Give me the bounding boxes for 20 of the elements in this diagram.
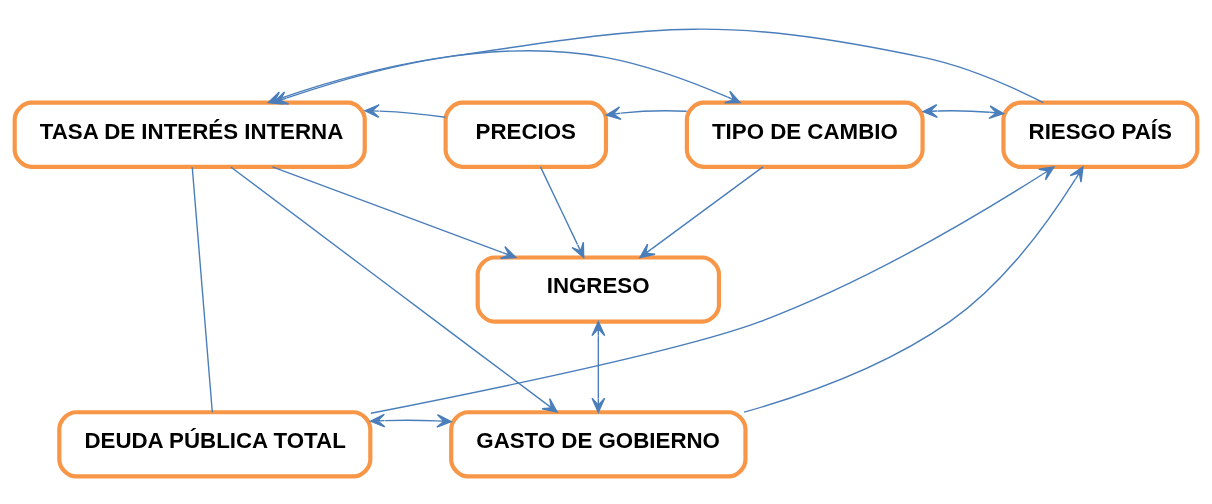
arrow bbox=[743, 165, 1084, 413]
arrow bbox=[605, 105, 688, 120]
arrow bbox=[539, 165, 585, 258]
node-box: TIPO DE CAMBIO bbox=[684, 100, 925, 169]
node-box: GASTO DE GOBIERNO bbox=[449, 409, 748, 478]
arrow bbox=[230, 165, 558, 413]
node-box: INGRESO bbox=[475, 254, 722, 324]
node-box: PRECIOS bbox=[443, 100, 609, 169]
arrow bbox=[272, 28, 1045, 105]
arrow bbox=[271, 165, 517, 259]
arrow bbox=[370, 165, 1055, 414]
arrow bbox=[591, 320, 606, 413]
connector bbox=[191, 166, 213, 413]
node-box: DEUDA PÚBLICA TOTAL bbox=[57, 409, 373, 478]
arrow bbox=[364, 103, 447, 118]
node-box: RIESGO PAÍS bbox=[1001, 100, 1200, 169]
node-box: TASA DE INTERÉS INTERNA bbox=[12, 100, 367, 169]
arrow bbox=[922, 103, 1005, 119]
arrow bbox=[639, 165, 764, 258]
arrow bbox=[369, 413, 452, 428]
